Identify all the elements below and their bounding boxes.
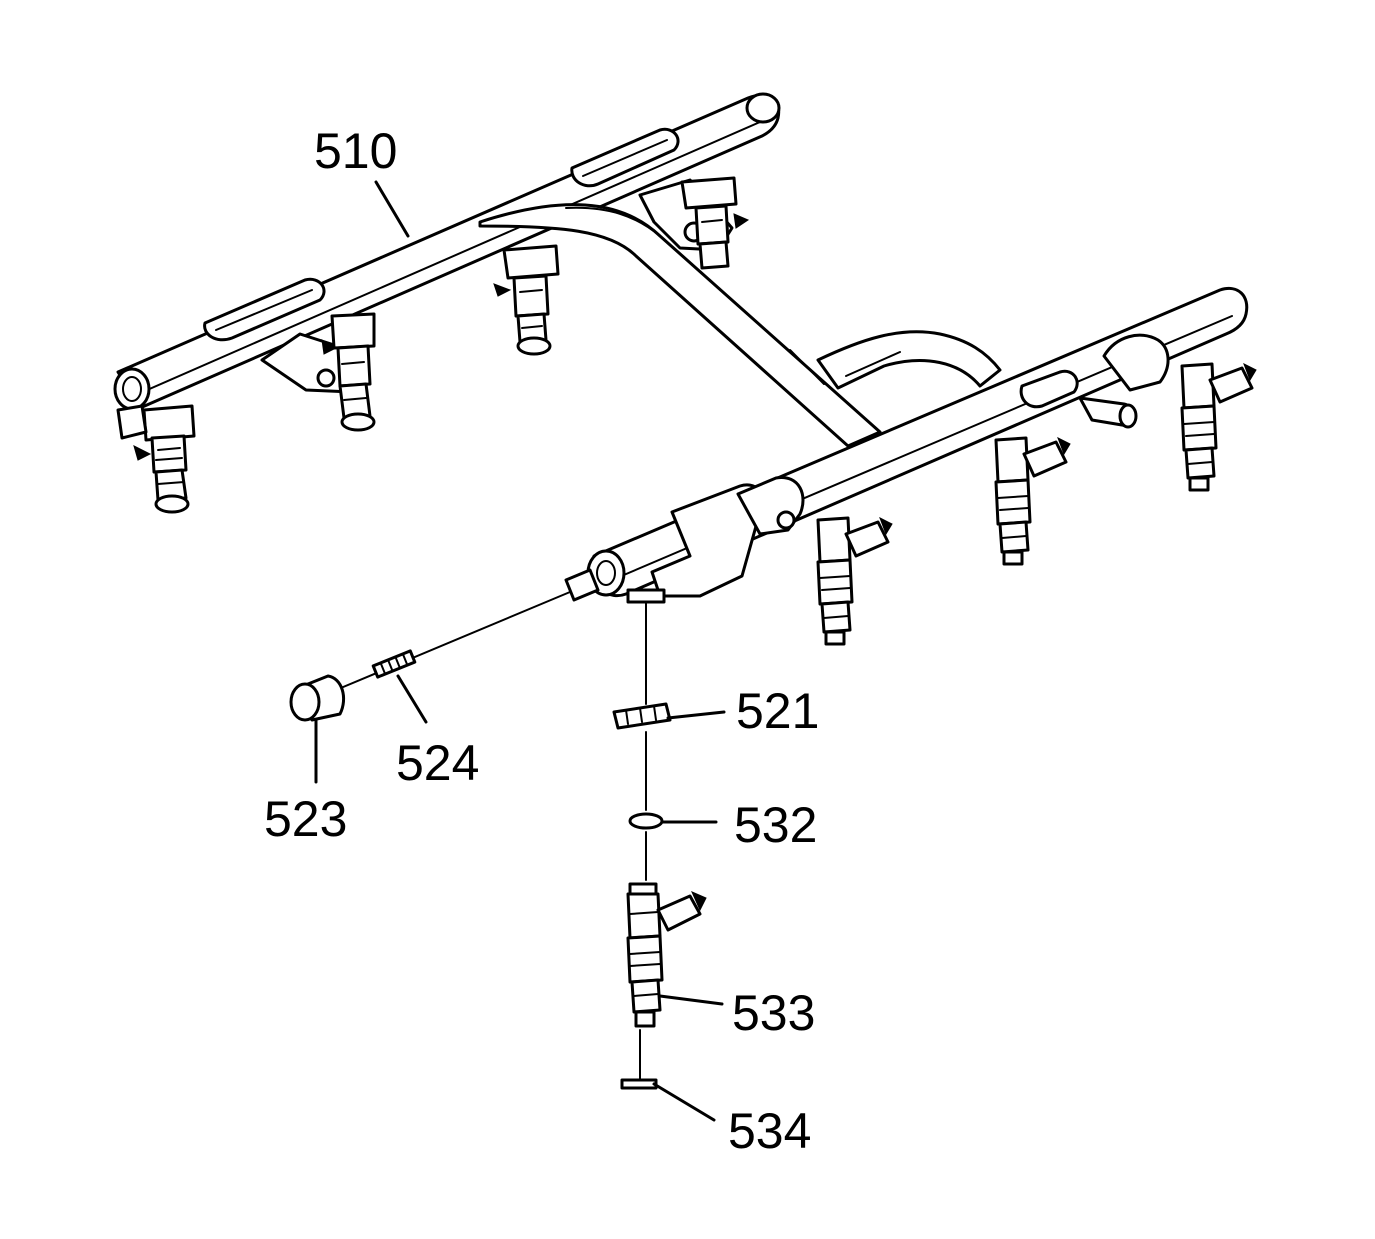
o-ring-532 xyxy=(628,812,664,830)
injector-right-3 xyxy=(1180,362,1257,492)
callout-532: 532 xyxy=(734,797,817,853)
fuel-injector-533 xyxy=(626,882,707,1028)
exploded-parts xyxy=(289,588,707,1090)
injector-right-1 xyxy=(816,516,893,646)
injector-clip-521 xyxy=(612,702,672,730)
valve-core-524 xyxy=(371,649,417,679)
injector-right-2 xyxy=(994,436,1071,566)
callout-534: 534 xyxy=(728,1103,811,1159)
right-fuel-rail xyxy=(564,287,1249,602)
callout-521: 521 xyxy=(736,683,819,739)
leader-lines xyxy=(314,180,726,1122)
callout-523: 523 xyxy=(264,791,347,847)
injector-left-2 xyxy=(321,312,376,432)
crossover-tube xyxy=(478,203,1002,448)
callout-524: 524 xyxy=(396,735,479,791)
left-rail-injectors xyxy=(116,176,750,514)
injector-left-1 xyxy=(116,404,196,514)
injector-left-4 xyxy=(680,176,750,270)
left-fuel-rail xyxy=(113,92,781,411)
callout-533: 533 xyxy=(732,985,815,1041)
cap-523 xyxy=(289,674,345,722)
callout-labels: 510 521 523 524 532 533 534 xyxy=(264,123,819,1159)
o-ring-534 xyxy=(620,1078,658,1090)
right-rail-injectors xyxy=(816,362,1257,646)
injector-left-3 xyxy=(493,244,560,356)
callout-510: 510 xyxy=(314,123,397,179)
